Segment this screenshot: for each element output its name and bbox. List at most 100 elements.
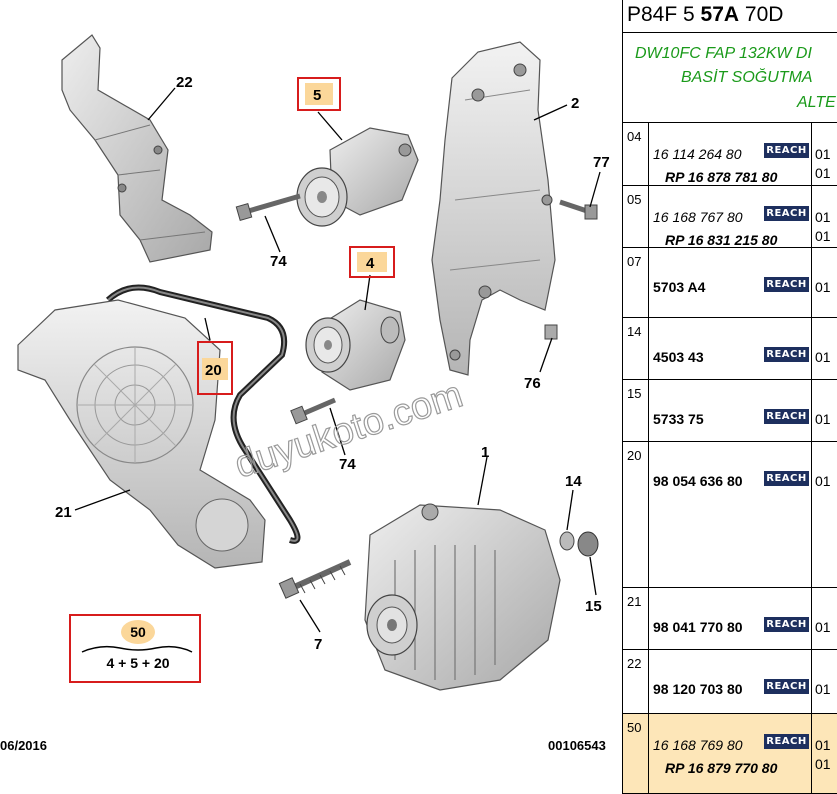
row-number: 14 (627, 324, 642, 339)
quantity: 01 (815, 681, 831, 697)
replacement-quantity: 01 (815, 228, 831, 244)
exploded-parts-diagram: 22 2 77 74 76 74 21 1 14 15 7 5 4 20 50 … (0, 34, 610, 753)
part-5-tensioner[interactable] (296, 127, 419, 227)
callout-5[interactable]: 5 (297, 77, 341, 111)
quantity: 01 (815, 411, 831, 427)
label-76: 76 (524, 375, 541, 392)
reach-badge: REACH (764, 143, 809, 158)
part-row[interactable]: 14 4503 43 REACH 01 (623, 318, 837, 380)
column-divider (811, 123, 812, 185)
reach-badge: REACH (764, 617, 809, 632)
part-2-engine-bracket[interactable] (431, 41, 556, 376)
part-row[interactable]: 20 98 054 636 80 REACH 01 (623, 442, 837, 588)
reach-badge: REACH (764, 409, 809, 424)
label-1: 1 (481, 444, 489, 461)
kit-number: 50 (130, 624, 146, 640)
column-divider (648, 442, 649, 587)
bolt-77[interactable] (559, 199, 598, 220)
column-divider (648, 318, 649, 379)
row-number: 21 (627, 594, 642, 609)
replacement-quantity: 01 (815, 756, 831, 772)
leader-lines (74, 87, 601, 633)
label-7: 7 (314, 636, 322, 653)
column-divider (811, 248, 812, 317)
reach-badge: REACH (764, 679, 809, 694)
quantity: 01 (815, 349, 831, 365)
row-number: 20 (627, 448, 642, 463)
replacement-part-number[interactable]: RP 16 878 781 80 (665, 169, 778, 185)
svg-text:5: 5 (313, 87, 321, 104)
reference-code: P84F 5 57A 70D (627, 3, 784, 26)
bolt-74-lower[interactable] (290, 397, 336, 425)
label-74-upper: 74 (270, 253, 287, 270)
column-divider (811, 186, 812, 247)
svg-text:20: 20 (205, 362, 222, 379)
stud-76[interactable] (544, 324, 558, 340)
reach-badge: REACH (764, 206, 809, 221)
bolt-74-upper[interactable] (235, 193, 301, 222)
part-number[interactable]: 16 168 767 80 (653, 209, 743, 225)
column-divider (648, 650, 649, 713)
part-number[interactable]: 16 114 264 80 (653, 146, 742, 162)
part-4-tensioner[interactable] (305, 299, 406, 391)
part-number[interactable]: 98 054 636 80 (653, 473, 743, 489)
row-number: 15 (627, 386, 642, 401)
label-21: 21 (55, 504, 72, 521)
column-divider (811, 714, 812, 793)
replacement-part-number[interactable]: RP 16 831 215 80 (665, 232, 778, 248)
column-divider (648, 380, 649, 441)
row-number: 07 (627, 254, 642, 269)
part-20-belt[interactable] (105, 284, 301, 544)
part-number[interactable]: 5703 A4 (653, 279, 706, 295)
part-21-cover[interactable] (17, 299, 266, 569)
kit-50-box[interactable]: 50 4 + 5 + 20 (69, 614, 201, 683)
part-row[interactable]: 05 16 168 767 80 REACH 01 RP 16 831 215 80 01 (623, 186, 837, 248)
part-1-alternator[interactable] (364, 503, 561, 691)
quantity: 01 (815, 473, 831, 489)
part-number[interactable]: 98 041 770 80 (653, 619, 743, 635)
label-15: 15 (585, 598, 602, 615)
label-2: 2 (571, 95, 579, 112)
reach-badge: REACH (764, 734, 809, 749)
column-divider (648, 186, 649, 247)
row-number: 05 (627, 192, 642, 207)
label-14: 14 (565, 473, 582, 490)
column-divider (648, 248, 649, 317)
alternator-description: ALTE (797, 94, 836, 111)
column-divider (811, 650, 812, 713)
column-divider (811, 442, 812, 587)
replacement-quantity: 01 (815, 165, 831, 181)
quantity: 01 (815, 737, 831, 753)
header-divider (623, 32, 837, 33)
part-22-bracket[interactable] (61, 34, 213, 263)
part-number[interactable]: 4503 43 (653, 349, 704, 365)
svg-text:4: 4 (366, 255, 375, 272)
part-row[interactable]: 22 98 120 703 80 REACH 01 (623, 650, 837, 714)
bolt-7[interactable] (278, 559, 352, 599)
engine-description: DW10FC FAP 132KW DI (635, 45, 812, 62)
label-77: 77 (593, 154, 610, 171)
callout-20[interactable]: 20 (197, 341, 233, 395)
part-row[interactable]: 15 5733 75 REACH 01 (623, 380, 837, 442)
kit-formula: 4 + 5 + 20 (106, 655, 169, 671)
row-number: 22 (627, 656, 642, 671)
quantity: 01 (815, 209, 831, 225)
washer-14[interactable] (559, 531, 575, 551)
diagram-code: 00106543 (548, 738, 606, 753)
label-22: 22 (176, 74, 193, 91)
reach-badge: REACH (764, 347, 809, 362)
reach-badge: REACH (764, 471, 809, 486)
part-number[interactable]: 98 120 703 80 (653, 681, 743, 697)
callout-4[interactable]: 4 (349, 246, 395, 278)
quantity: 01 (815, 146, 831, 162)
nut-15[interactable] (577, 531, 599, 557)
part-number[interactable]: 16 168 769 80 (653, 737, 743, 753)
replacement-part-number[interactable]: RP 16 879 770 80 (665, 760, 778, 776)
column-divider (648, 123, 649, 185)
parts-panel: P84F 5 57A 70D DW10FC FAP 132KW DI BASİT… (622, 0, 837, 794)
part-number[interactable]: 5733 75 (653, 411, 704, 427)
